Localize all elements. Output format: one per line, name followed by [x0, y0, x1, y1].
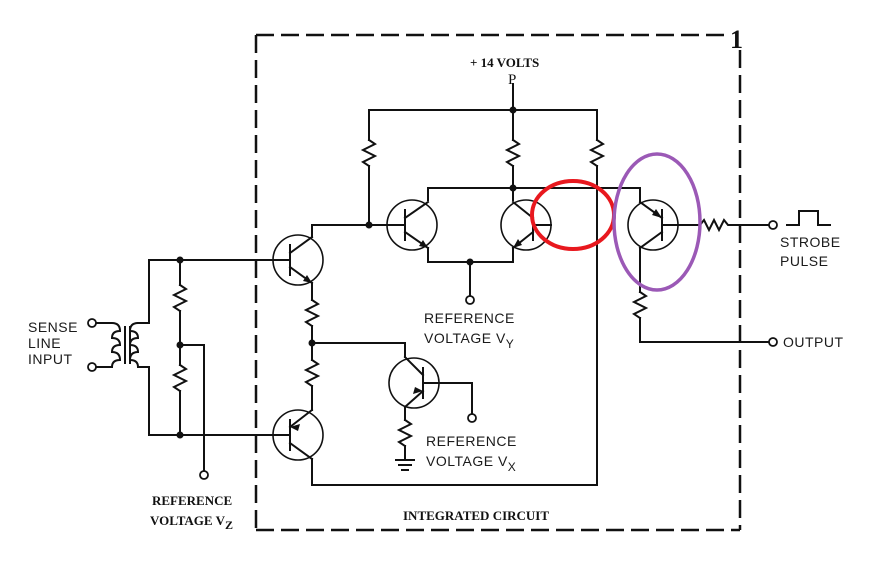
resistor-divider-bottom: [171, 363, 189, 393]
wire: [179, 344, 205, 471]
ref-vz-label: VOLTAGE VZ: [150, 513, 233, 532]
supply-pin: P: [508, 72, 516, 88]
annotation-red-ellipse: [530, 179, 616, 251]
ref-vy-sub: Y: [506, 337, 515, 351]
strobe-line1: STROBE: [780, 234, 841, 250]
sense-line1: SENSE: [28, 319, 78, 335]
ref-vx-label: VOLTAGE VX: [426, 453, 516, 474]
resistor-output: [631, 290, 649, 320]
sense-line3: INPUT: [28, 351, 73, 367]
wire: [639, 317, 770, 343]
output-label: OUTPUT: [783, 334, 844, 350]
ref-vz-line2: VOLTAGE V: [150, 513, 226, 528]
ref-vx-line2: VOLTAGE V: [426, 453, 508, 469]
sense-input-terminal-bottom[interactable]: [87, 362, 97, 372]
wire: [311, 224, 370, 238]
figure-number: 1: [730, 25, 743, 54]
ref-vx-terminal[interactable]: [467, 413, 477, 423]
resistor-divider-top: [171, 283, 189, 313]
transistor-q5-strobe: [627, 199, 701, 251]
resistor-e1: [303, 298, 321, 328]
strobe-line2: PULSE: [780, 253, 828, 269]
wire: [137, 366, 150, 436]
wire: [311, 342, 406, 358]
annotation-purple-ellipse: [612, 152, 702, 292]
resistor-r3: [588, 138, 606, 168]
bottom-bus: [311, 458, 598, 486]
transistor-q4: [500, 199, 552, 251]
wire: [137, 259, 150, 324]
sense-line2: LINE: [28, 335, 61, 351]
output-terminal[interactable]: [768, 337, 778, 347]
resistor-r1: [360, 138, 378, 168]
ref-vx-sub: X: [508, 460, 517, 474]
sense-input-terminal-top[interactable]: [87, 318, 97, 328]
ref-vz-terminal[interactable]: [199, 470, 209, 480]
strobe-terminal[interactable]: [768, 220, 778, 230]
ref-vx-line1: REFERENCE: [426, 433, 517, 449]
ref-vz-sub: Z: [225, 518, 233, 532]
ref-vz-line1: REFERENCE: [152, 493, 232, 508]
pulse-icon: [786, 210, 831, 226]
resistor-e3: [396, 418, 414, 448]
supply-label: + 14 VOLTS: [470, 55, 539, 70]
ic-label: INTEGRATED CIRCUIT: [403, 508, 549, 523]
strobe-resistor: [698, 217, 771, 233]
resistor-e2: [303, 358, 321, 388]
ref-vy-terminal[interactable]: [465, 295, 475, 305]
transistor-q3: [368, 199, 438, 251]
resistor-r2: [504, 138, 522, 168]
transformer-icon: [95, 321, 140, 369]
ground-icon: [395, 459, 415, 471]
ref-vy-line1: REFERENCE: [424, 310, 515, 326]
ref-vy-label: VOLTAGE VY: [424, 330, 514, 351]
transistor-q6: [388, 355, 473, 415]
ref-vy-line2: VOLTAGE V: [424, 330, 506, 346]
